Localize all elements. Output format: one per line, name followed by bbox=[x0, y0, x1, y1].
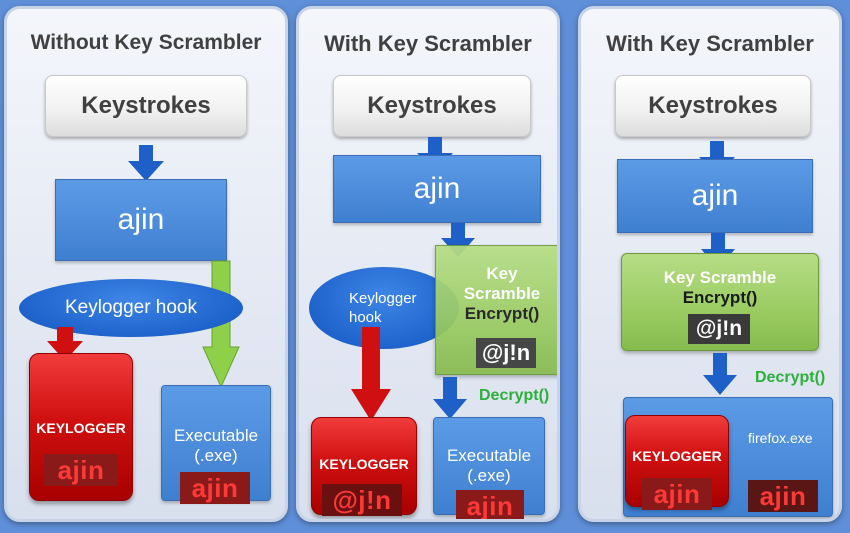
input-text-box: ajin bbox=[333, 155, 541, 223]
keystrokes-box: Keystrokes bbox=[45, 75, 247, 137]
arrow-down-icon bbox=[703, 353, 737, 395]
input-text-box: ajin bbox=[55, 179, 227, 261]
hook-label-line2: hook bbox=[349, 309, 382, 326]
keystrokes-box: Keystrokes bbox=[615, 75, 811, 137]
executable-label-line1: Executable bbox=[173, 426, 259, 445]
executable-label-line1: Executable bbox=[446, 446, 532, 465]
keylogger-label: KEYLOGGER bbox=[319, 456, 409, 472]
keylogger-captured-value: ajin bbox=[642, 478, 712, 510]
executable-label-line2: (.exe) bbox=[467, 466, 511, 485]
keylogger-label: KEYLOGGER bbox=[36, 420, 126, 436]
panel-with-key-scrambler-intercepted: With Key Scrambler Keystrokes ajin Keylo… bbox=[296, 6, 560, 522]
keylogger-label: KEYLOGGER bbox=[632, 448, 722, 464]
application-label: firefox.exe bbox=[748, 430, 813, 446]
hook-label-line1: Keylogger bbox=[349, 290, 417, 307]
decrypt-label: Decrypt() bbox=[479, 387, 550, 404]
red-arrow-down-icon bbox=[47, 327, 83, 361]
scramble-label-line1: Key bbox=[486, 264, 518, 283]
keylogger-box: KEYLOGGER ajin bbox=[29, 353, 133, 501]
encrypted-value: @j!n bbox=[688, 314, 750, 344]
scramble-label-line1: Key Scramble bbox=[663, 268, 777, 287]
panel-title: With Key Scrambler bbox=[324, 31, 532, 56]
arrow-down-icon bbox=[433, 377, 467, 419]
keylogger-captured-value: ajin bbox=[44, 454, 118, 486]
keylogger-box: KEYLOGGER @j!n bbox=[311, 417, 417, 516]
executable-box: Executable (.exe) ajin bbox=[161, 385, 271, 504]
encrypted-value: @j!n bbox=[476, 338, 536, 368]
executable-label-line2: (.exe) bbox=[194, 446, 238, 465]
keylogger-box: KEYLOGGER ajin bbox=[625, 415, 729, 510]
encrypt-label: Encrypt() bbox=[682, 288, 758, 307]
keylogger-hook: Keylogger hook bbox=[309, 267, 459, 349]
executable-received-value: ajin bbox=[456, 490, 524, 519]
panel-without-key-scrambler: Without Key Scrambler Keystrokes ajin Ke… bbox=[4, 6, 288, 522]
red-arrow-down-icon bbox=[351, 327, 391, 421]
decrypt-label: Decrypt() bbox=[755, 369, 826, 386]
key-scramble-box: Key Scramble Encrypt() @j!n bbox=[435, 245, 557, 375]
panel-title: With Key Scrambler bbox=[606, 31, 814, 56]
panel-title: Without Key Scrambler bbox=[30, 31, 262, 54]
keylogger-captured-value: @j!n bbox=[322, 484, 402, 516]
keylogger-hook: Keylogger hook bbox=[19, 279, 243, 337]
keystrokes-box: Keystrokes bbox=[333, 75, 531, 137]
key-scramble-box: Key Scramble Encrypt() @j!n bbox=[621, 253, 819, 351]
application-received-value: ajin bbox=[748, 480, 818, 512]
panel-with-key-scrambler-protected: With Key Scrambler Keystrokes ajin Key S… bbox=[578, 6, 842, 522]
scramble-label-line2: Scramble bbox=[463, 284, 541, 303]
executable-box: Executable (.exe) ajin bbox=[433, 417, 545, 519]
executable-received-value: ajin bbox=[180, 472, 250, 504]
arrow-down-icon bbox=[701, 233, 735, 269]
arrow-down-icon bbox=[128, 145, 164, 181]
input-text-box: ajin bbox=[617, 159, 813, 233]
arrow-down-icon bbox=[441, 223, 475, 257]
encrypt-label: Encrypt() bbox=[464, 304, 540, 323]
